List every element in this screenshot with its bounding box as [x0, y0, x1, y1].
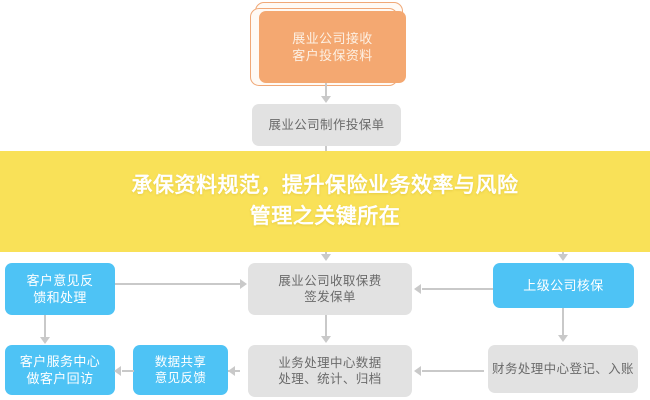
connector-finance-to-centerdata	[422, 370, 484, 372]
arrowhead-premium	[321, 254, 331, 261]
arrowhead-premium-left	[414, 284, 421, 294]
node-service-revisit[interactable]: 客户服务中心 做客户回访	[5, 345, 115, 395]
arrowhead-proposal	[321, 96, 331, 103]
node-superior-underwrite[interactable]: 上级公司核保	[493, 263, 634, 308]
node-finance-register[interactable]: 财务处理中心登记、入账	[488, 345, 638, 393]
node-center-data[interactable]: 业务处理中心数据 处理、统计、归档	[248, 345, 412, 397]
title-banner: 承保资料规范，提升保险业务效率与风险 管理之关键所在	[0, 151, 650, 252]
connector-superior-to-finance	[562, 308, 564, 336]
connector-receive-to-proposal	[325, 83, 327, 97]
arrowhead-centerdata	[321, 336, 331, 343]
arrowhead-premium-right	[240, 279, 247, 289]
arrowhead-centerdata-left	[414, 366, 421, 376]
node-customer-feedback[interactable]: 客户意见反 馈和处理	[5, 263, 115, 315]
arrowhead-superior	[558, 254, 568, 261]
connector-premium-to-centerdata	[325, 315, 327, 337]
connector-datashare-to-revisit	[122, 370, 134, 372]
connector-superior-stub	[562, 252, 564, 256]
connector-feedback-to-revisit	[44, 315, 46, 338]
node-collect-premium[interactable]: 展业公司收取保费 签发保单	[248, 263, 412, 315]
arrowhead-finance	[558, 335, 568, 342]
arrowhead-revisit	[40, 337, 50, 344]
connector-feedback-to-premium	[115, 283, 240, 285]
node-make-proposal[interactable]: 展业公司制作投保单	[252, 104, 401, 146]
arrowhead-revisit-left	[114, 366, 121, 376]
connector-superior-to-premium	[422, 288, 493, 290]
banner-title-text: 承保资料规范，提升保险业务效率与风险 管理之关键所在	[131, 174, 519, 228]
node-data-share[interactable]: 数据共享 意见反馈	[133, 345, 228, 395]
node-receive-materials[interactable]: 展业公司接收 客户投保资料	[259, 11, 406, 83]
arrowhead-datashare-left	[228, 366, 235, 376]
